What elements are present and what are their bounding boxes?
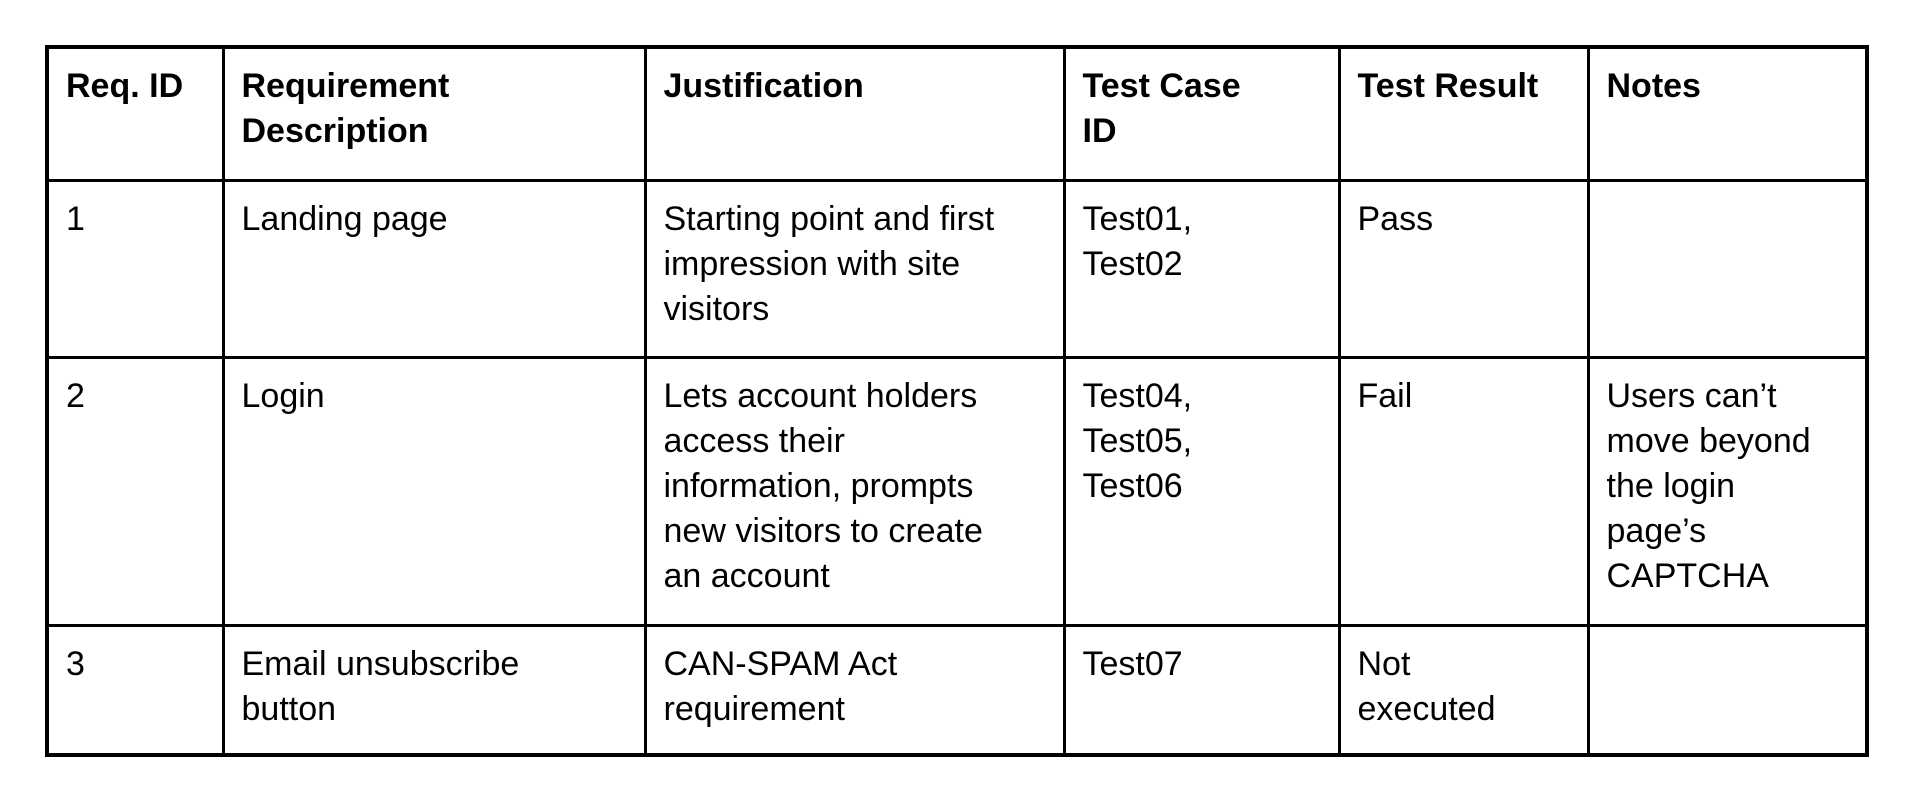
table-header-row: Req. ID Requirement Description Justific…	[45, 45, 1869, 182]
header-cell-req-id: Req. ID	[45, 45, 225, 182]
cell-req-id: 2	[45, 355, 225, 627]
header-cell-test-result: Test Result	[1337, 45, 1590, 182]
cell-requirement-description: Landing page	[221, 178, 647, 359]
cell-test-case-id: Test07	[1062, 623, 1341, 757]
cell-justification: Lets account holders access their inform…	[643, 355, 1066, 627]
cell-notes	[1586, 623, 1869, 757]
cell-justification: Starting point and first impression with…	[643, 178, 1066, 359]
cell-req-id: 1	[45, 178, 225, 359]
cell-notes: Users can’t move beyond the login page’s…	[1586, 355, 1869, 627]
table-row: 1 Landing page Starting point and first …	[45, 178, 1869, 359]
header-cell-requirement-description: Requirement Description	[221, 45, 647, 182]
table-row: 3 Email unsubscribe button CAN-SPAM Act …	[45, 623, 1869, 757]
cell-requirement-description: Email unsubscribe button	[221, 623, 647, 757]
cell-test-result: Not executed	[1337, 623, 1590, 757]
cell-test-result: Pass	[1337, 178, 1590, 359]
cell-test-result: Fail	[1337, 355, 1590, 627]
cell-notes	[1586, 178, 1869, 359]
requirements-traceability-table: Req. ID Requirement Description Justific…	[45, 45, 1869, 757]
header-cell-test-case-id: Test Case ID	[1062, 45, 1341, 182]
cell-test-case-id: Test04, Test05, Test06	[1062, 355, 1341, 627]
header-cell-justification: Justification	[643, 45, 1066, 182]
cell-test-case-id: Test01, Test02	[1062, 178, 1341, 359]
table-row: 2 Login Lets account holders access thei…	[45, 355, 1869, 627]
header-cell-notes: Notes	[1586, 45, 1869, 182]
cell-requirement-description: Login	[221, 355, 647, 627]
cell-justification: CAN-SPAM Act requirement	[643, 623, 1066, 757]
cell-req-id: 3	[45, 623, 225, 757]
